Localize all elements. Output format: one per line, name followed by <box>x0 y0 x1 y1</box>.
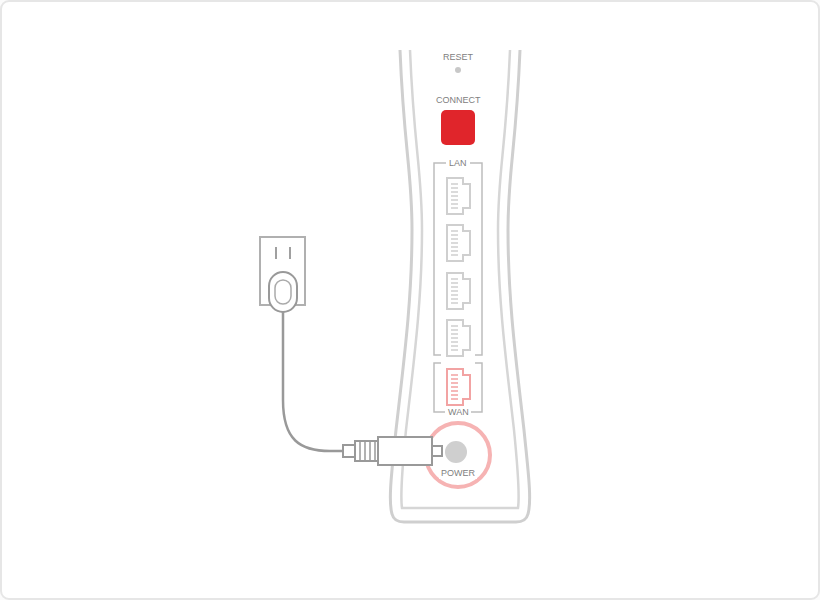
connect-label: CONNECT <box>434 95 483 106</box>
lan-port-pins <box>451 184 458 350</box>
wan-port <box>447 369 470 405</box>
wan-label: WAN <box>446 407 471 418</box>
grip-ridges <box>360 441 375 461</box>
wan-port-pins <box>451 375 458 399</box>
lan-bracket <box>434 163 482 355</box>
connector-tip <box>432 446 442 456</box>
connector-body <box>378 437 432 465</box>
plug-inner <box>275 280 291 304</box>
connector-grip <box>355 441 378 461</box>
connect-button <box>441 110 475 145</box>
power-label: POWER <box>439 468 477 479</box>
power-jack <box>445 441 467 463</box>
power-highlight <box>426 423 490 487</box>
wan-bracket <box>434 363 482 412</box>
plug <box>269 272 297 312</box>
cable-strain-relief <box>343 445 355 457</box>
reset-hole <box>455 67 461 73</box>
power-cable <box>283 312 343 451</box>
reset-label: RESET <box>441 52 475 63</box>
lan-ports <box>447 178 470 356</box>
lan-label: LAN <box>447 158 469 169</box>
outlet-slots <box>276 247 290 259</box>
